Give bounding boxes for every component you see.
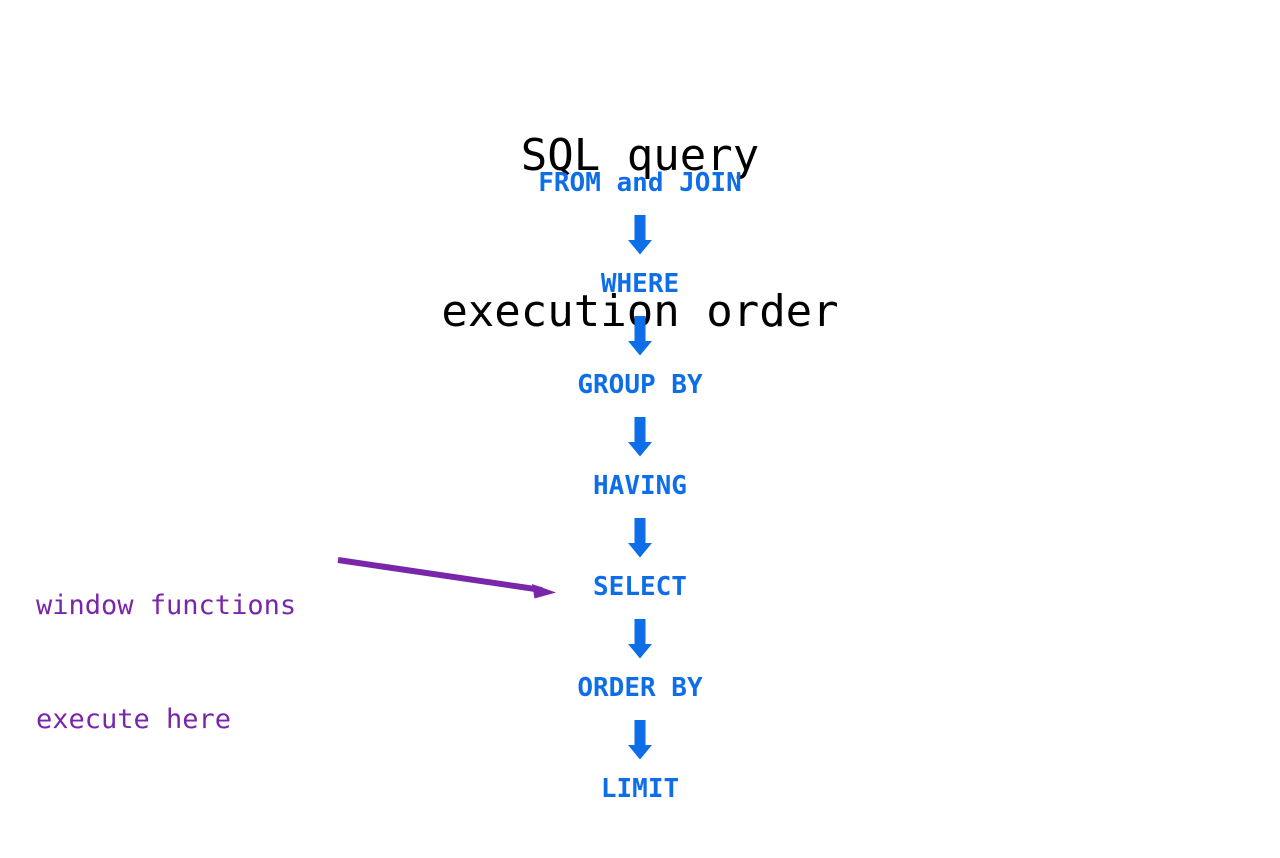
flow-connector-1 <box>0 198 1280 269</box>
execution-order-flow: FROM and JOIN WHERE GROUP BY HAVING SELE… <box>0 168 1280 804</box>
flow-step-group-by: GROUP BY <box>577 370 703 400</box>
arrow-down-icon <box>628 316 652 356</box>
window-functions-annotation: window functions execute here <box>36 511 296 815</box>
arrow-down-icon <box>628 417 652 457</box>
flow-step-order-by: ORDER BY <box>577 673 703 703</box>
flow-step-select: SELECT <box>593 572 687 602</box>
flow-connector-3 <box>0 400 1280 471</box>
annotation-line-2: execute here <box>36 704 232 735</box>
flow-step-limit: LIMIT <box>600 774 680 804</box>
flow-connector-6 <box>0 703 1280 774</box>
arrow-down-icon <box>628 215 652 255</box>
flow-connector-5 <box>0 602 1280 673</box>
flow-connector-4 <box>0 501 1280 572</box>
page-title-line-1: SQL query <box>520 130 760 181</box>
flow-connector-2 <box>0 299 1280 370</box>
annotation-line-1: window functions <box>36 590 297 621</box>
flow-step-from-and-join: FROM and JOIN <box>538 168 742 198</box>
arrow-down-icon <box>628 720 652 760</box>
flow-step-having: HAVING <box>593 471 687 501</box>
arrow-down-icon <box>628 518 652 558</box>
flow-step-where: WHERE <box>600 269 680 299</box>
arrow-down-icon <box>628 619 652 659</box>
